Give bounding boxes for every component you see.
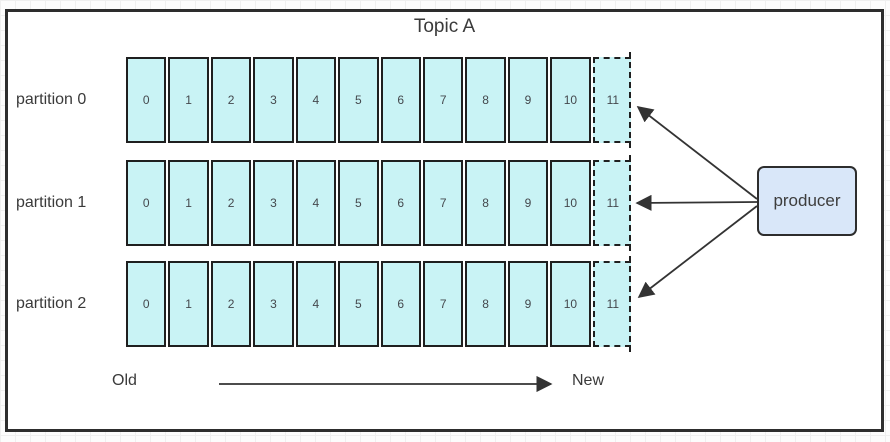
log-cell: 2 <box>210 57 252 143</box>
log-cell: 4 <box>295 261 337 347</box>
dashed-extension-line <box>629 155 631 251</box>
log-cell: 4 <box>295 57 337 143</box>
log-cell: 7 <box>422 57 464 143</box>
partition-label-0: partition 0 <box>16 91 87 108</box>
log-cell: 2 <box>210 261 252 347</box>
log-cell: 6 <box>380 57 421 143</box>
log-cell: 10 <box>550 57 591 143</box>
dashed-extension-line <box>629 52 631 148</box>
log-cell: 6 <box>380 160 421 246</box>
partition-label-1: partition 1 <box>16 194 87 211</box>
log-cell: 6 <box>380 261 421 347</box>
log-cell: 5 <box>338 57 379 143</box>
partition-label-2: partition 2 <box>16 295 87 312</box>
log-cell: 1 <box>168 57 209 143</box>
log-cell: 1 <box>168 160 209 246</box>
log-cell: 8 <box>465 160 506 246</box>
log-cell: 8 <box>465 57 506 143</box>
producer-label: producer <box>773 191 841 210</box>
log-cell: 5 <box>338 160 379 246</box>
log-cell: 10 <box>550 261 591 347</box>
next-write-cell: 11 <box>592 160 632 246</box>
log-cell: 4 <box>295 160 337 246</box>
next-write-cell: 11 <box>592 261 632 347</box>
log-cell: 5 <box>338 261 379 347</box>
log-cell: 3 <box>253 160 294 246</box>
log-cell: 7 <box>422 261 464 347</box>
log-cell: 9 <box>507 160 549 246</box>
producer-box: producer <box>757 166 857 236</box>
log-cell: 2 <box>210 160 252 246</box>
log-cell: 3 <box>253 57 294 143</box>
next-write-cell: 11 <box>592 57 632 143</box>
log-cell: 0 <box>126 261 167 347</box>
log-cell: 10 <box>550 160 591 246</box>
log-cell: 3 <box>253 261 294 347</box>
dashed-extension-line <box>629 256 631 352</box>
topic-title: Topic A <box>413 16 476 37</box>
log-cell: 1 <box>168 261 209 347</box>
old-label: Old <box>112 372 137 389</box>
new-label: New <box>572 372 605 389</box>
log-cell: 7 <box>422 160 464 246</box>
log-cell: 8 <box>465 261 506 347</box>
log-cell: 0 <box>126 160 167 246</box>
log-cell: 9 <box>507 261 549 347</box>
log-cell: 9 <box>507 57 549 143</box>
log-cell: 0 <box>126 57 167 143</box>
